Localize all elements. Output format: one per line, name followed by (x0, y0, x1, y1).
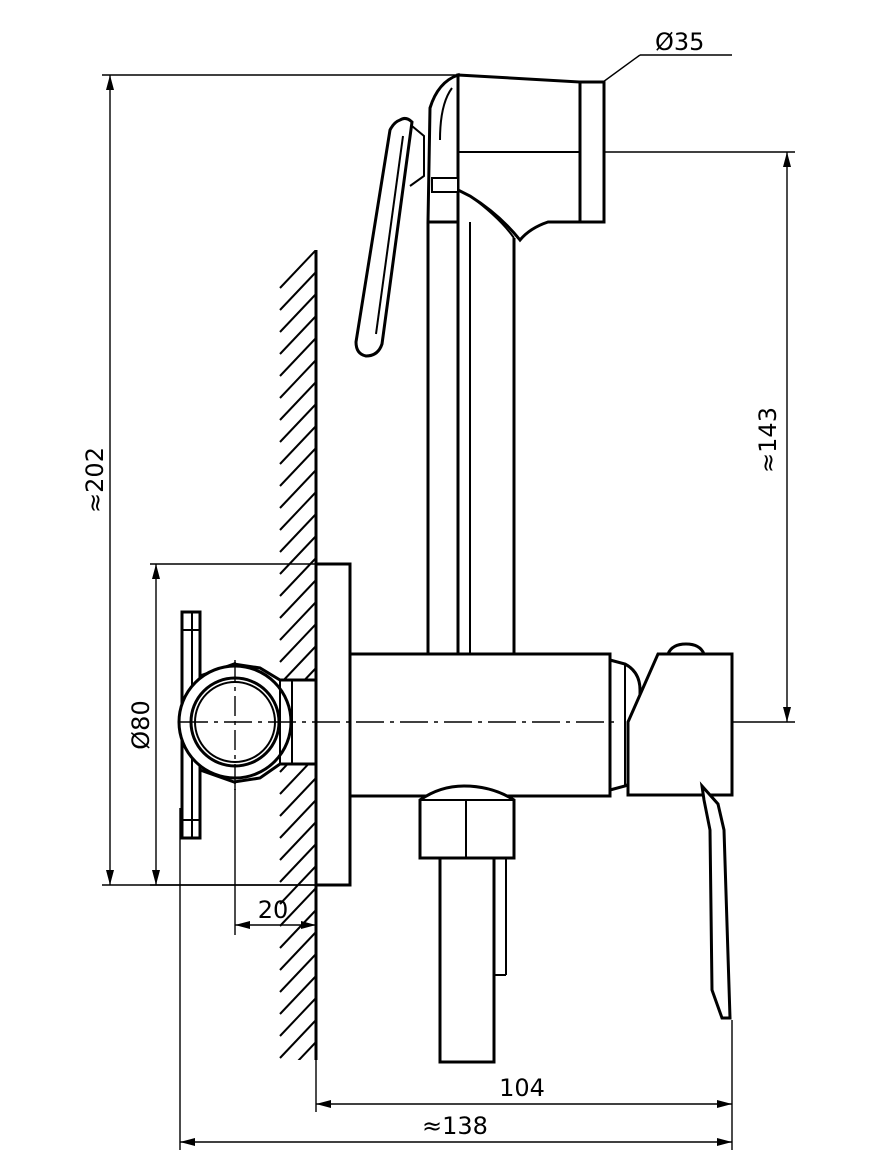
label-depth-body: 104 (499, 1074, 545, 1102)
mixer-body (348, 642, 734, 1020)
hatch-line (279, 315, 316, 355)
dimension-height-hose: ≈143 (605, 151, 795, 723)
shower-head (354, 72, 606, 358)
label-wall-offset: 20 (258, 896, 289, 924)
hatch-line (279, 469, 316, 509)
hatch-line (279, 975, 316, 1015)
label-diameter-flange: Ø80 (127, 700, 155, 749)
hatch-line (279, 909, 316, 949)
hatch-line (279, 997, 316, 1037)
label-diameter-top: Ø35 (655, 28, 704, 56)
hatch-line (279, 425, 316, 465)
dimension-diameter-top: Ø35 (602, 28, 732, 83)
hatch-line (279, 931, 316, 971)
hatch-line (279, 579, 316, 619)
label-height-hose: ≈143 (754, 407, 782, 473)
hatch-line (279, 403, 316, 443)
dimension-depth-total: ≈138 (179, 808, 732, 1150)
hatch-line (279, 799, 316, 839)
hatch-line (279, 843, 316, 883)
hatch-line (279, 271, 316, 311)
hatch-line (279, 887, 316, 927)
hatch-line (279, 535, 316, 575)
hatch-line (279, 293, 316, 333)
hatch-line (279, 623, 316, 663)
hatch-line (279, 953, 316, 993)
dimension-depth-body: 104 (315, 1020, 733, 1150)
hatch-line (279, 381, 316, 421)
hose-connector (418, 784, 516, 1064)
hatch-line (279, 821, 316, 861)
hatch-line (280, 1064, 316, 1102)
hatch-line (279, 337, 316, 377)
hatch-line (279, 447, 316, 487)
flange-plate (314, 562, 352, 887)
label-depth-total: ≈138 (422, 1112, 488, 1140)
hatch-line (279, 645, 316, 685)
label-height-total: ≈202 (81, 447, 109, 513)
hatch-line (279, 491, 316, 531)
hatch-line (279, 513, 316, 553)
dimension-diameter-flange: Ø80 (127, 563, 316, 886)
hatch-line (297, 1041, 316, 1060)
hatch-line (279, 359, 316, 399)
hatch-line (279, 777, 316, 817)
hatch-line (279, 1019, 316, 1059)
hatch-line (279, 250, 316, 289)
hatch-line (280, 1086, 316, 1124)
vertical-hose (426, 221, 516, 654)
hatch-line (279, 601, 316, 641)
